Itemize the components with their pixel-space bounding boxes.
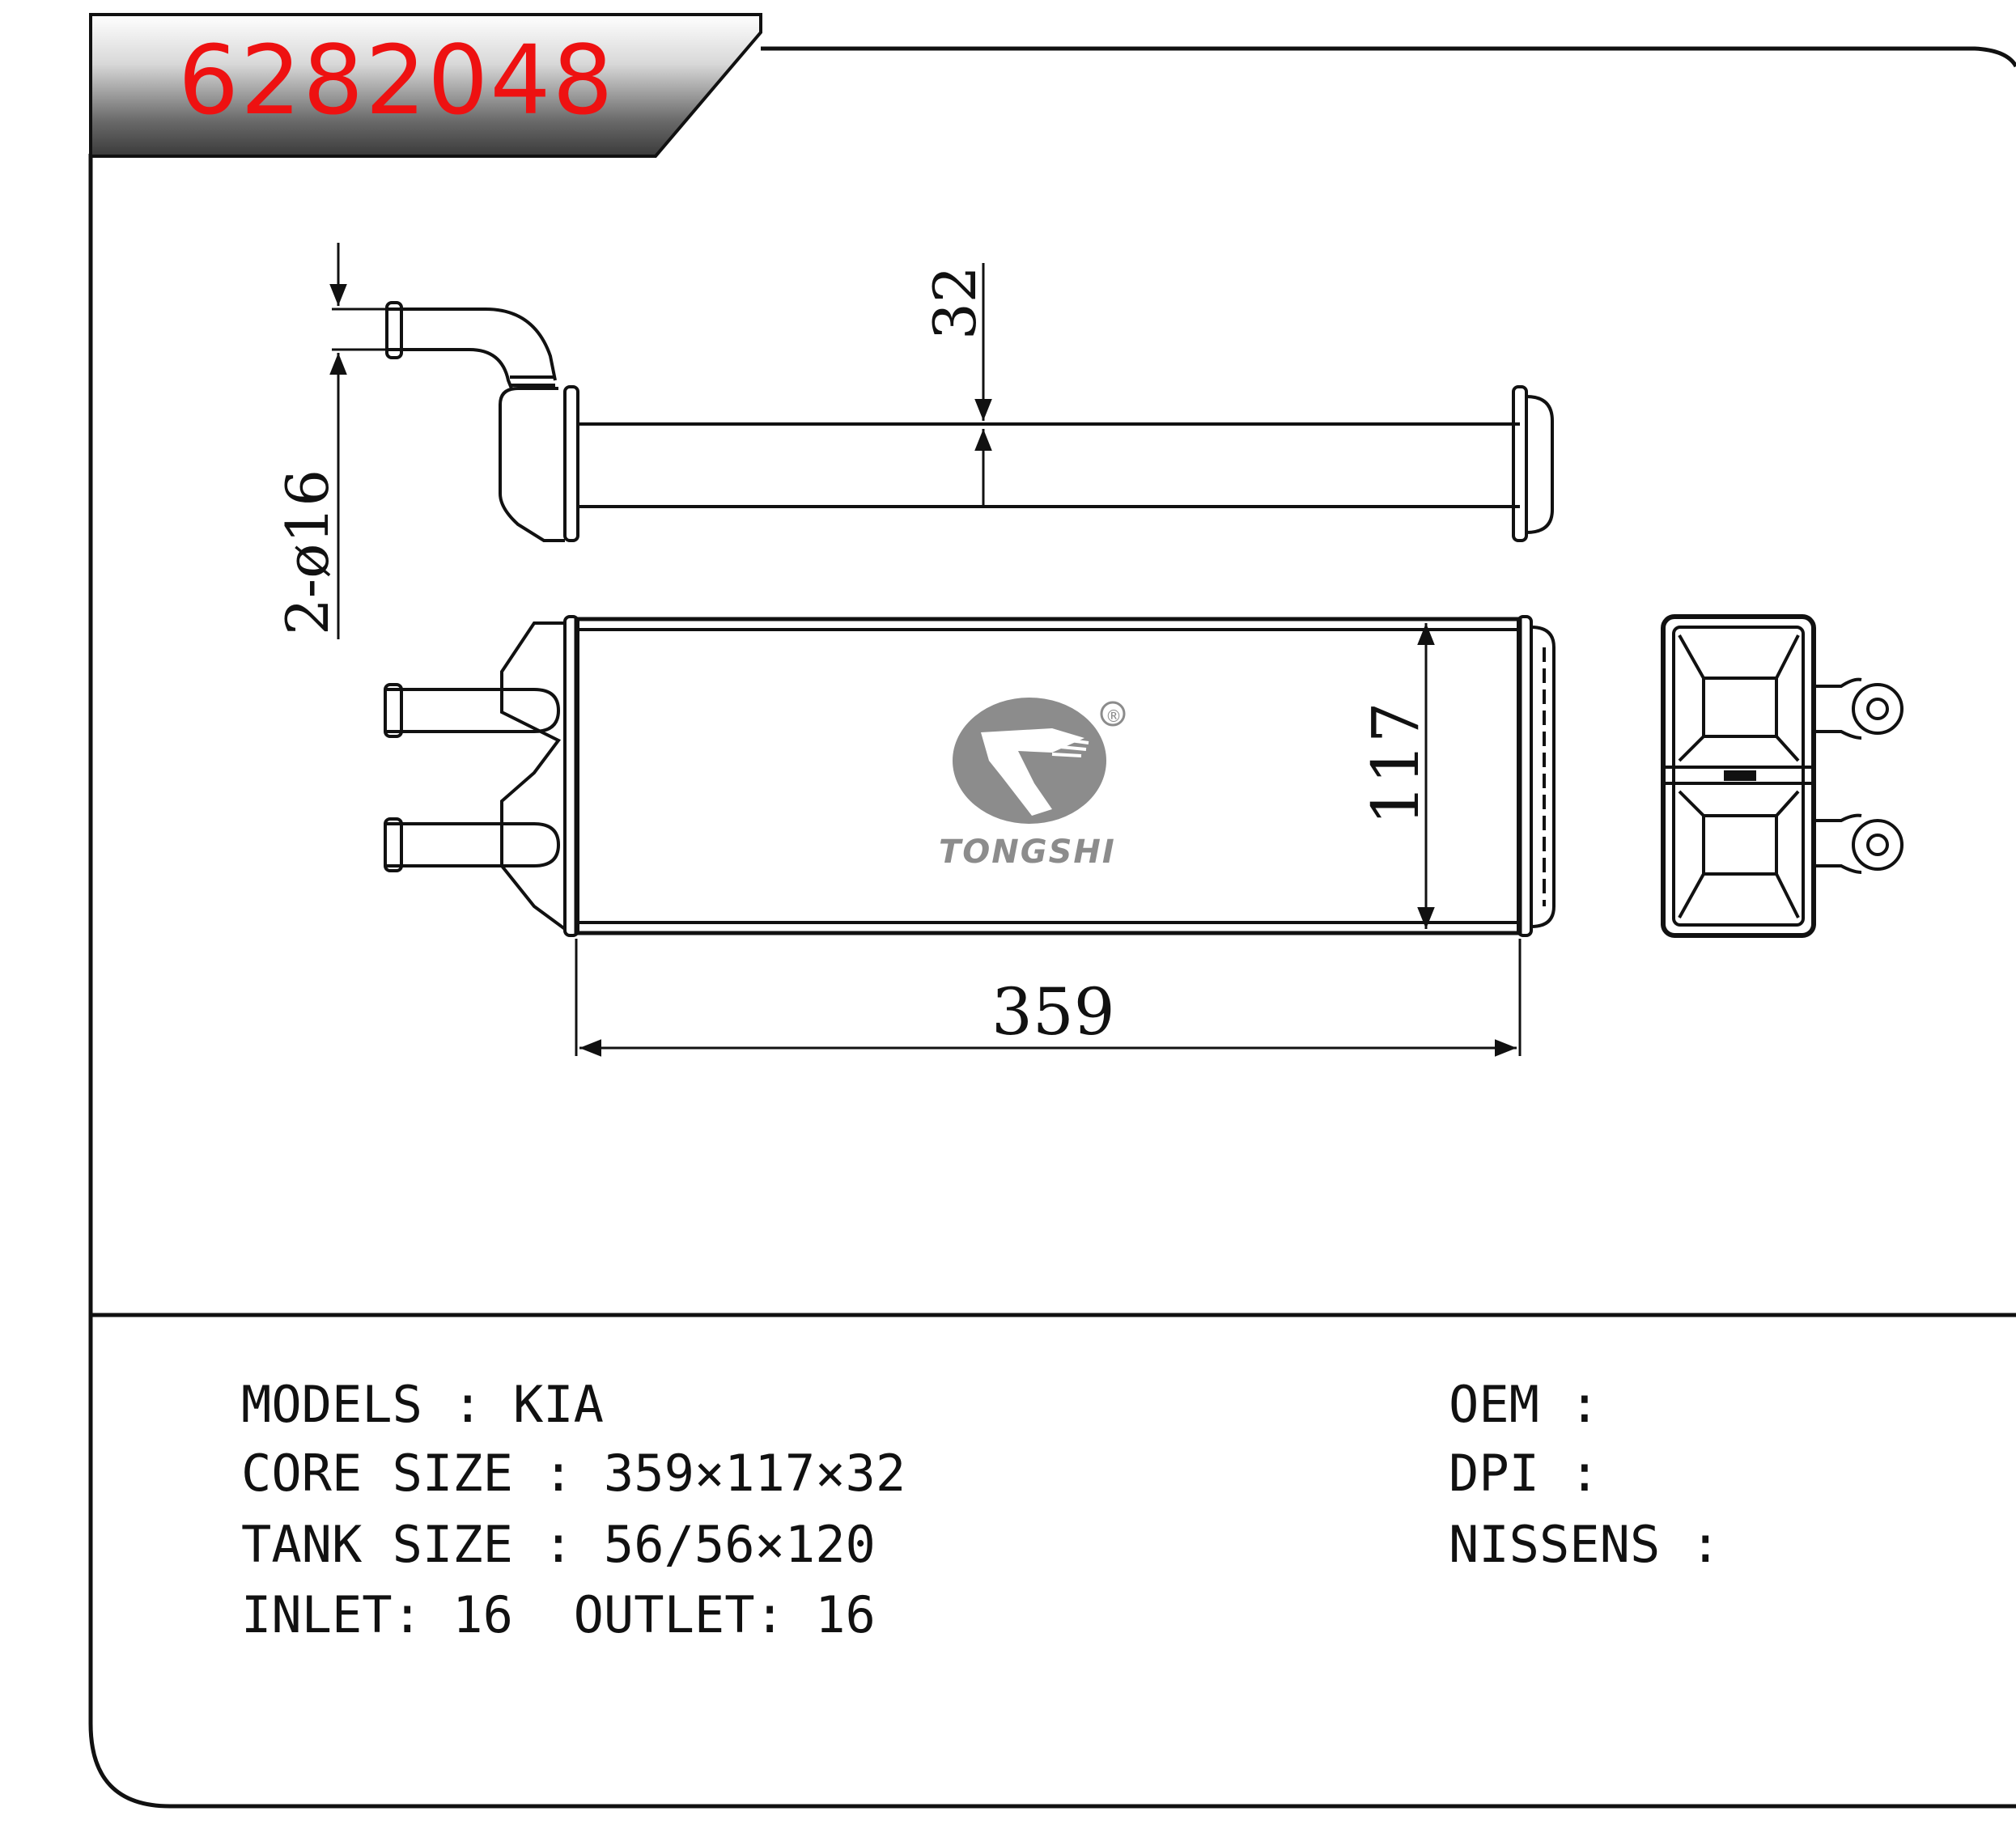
spec-inlet-outlet: INLET: 16 OUTLET: 16 <box>241 1585 876 1644</box>
frame-border <box>88 46 2016 1809</box>
depth-label: 32 <box>921 265 989 340</box>
spec-tank-size: TANK SIZE : 56/56×120 <box>241 1515 876 1574</box>
height-label: 117 <box>1358 702 1433 825</box>
title-tab <box>89 13 762 158</box>
side-view <box>1661 614 1904 938</box>
part-number: 6282048 <box>178 24 615 136</box>
tongshi-logo: ® TONGSHI <box>939 698 1126 871</box>
brand-name: TONGSHI <box>939 834 1116 871</box>
spec-models: MODELS : KIA <box>241 1375 604 1434</box>
front-view <box>384 615 1556 937</box>
spec-oem: OEM : <box>1449 1375 1600 1434</box>
pipe-diameter-dimension <box>329 243 387 639</box>
registered-mark: ® <box>1106 706 1122 726</box>
width-dimension <box>575 939 1522 1057</box>
spec-dpi: DPI : <box>1449 1444 1600 1503</box>
top-view <box>385 301 1554 542</box>
spec-nissens: NISSENS : <box>1449 1515 1721 1574</box>
width-label: 359 <box>991 974 1115 1050</box>
spec-core-size: CORE SIZE : 359×117×32 <box>241 1444 906 1503</box>
pipe-diameter-label: 2-ø16 <box>274 469 342 635</box>
